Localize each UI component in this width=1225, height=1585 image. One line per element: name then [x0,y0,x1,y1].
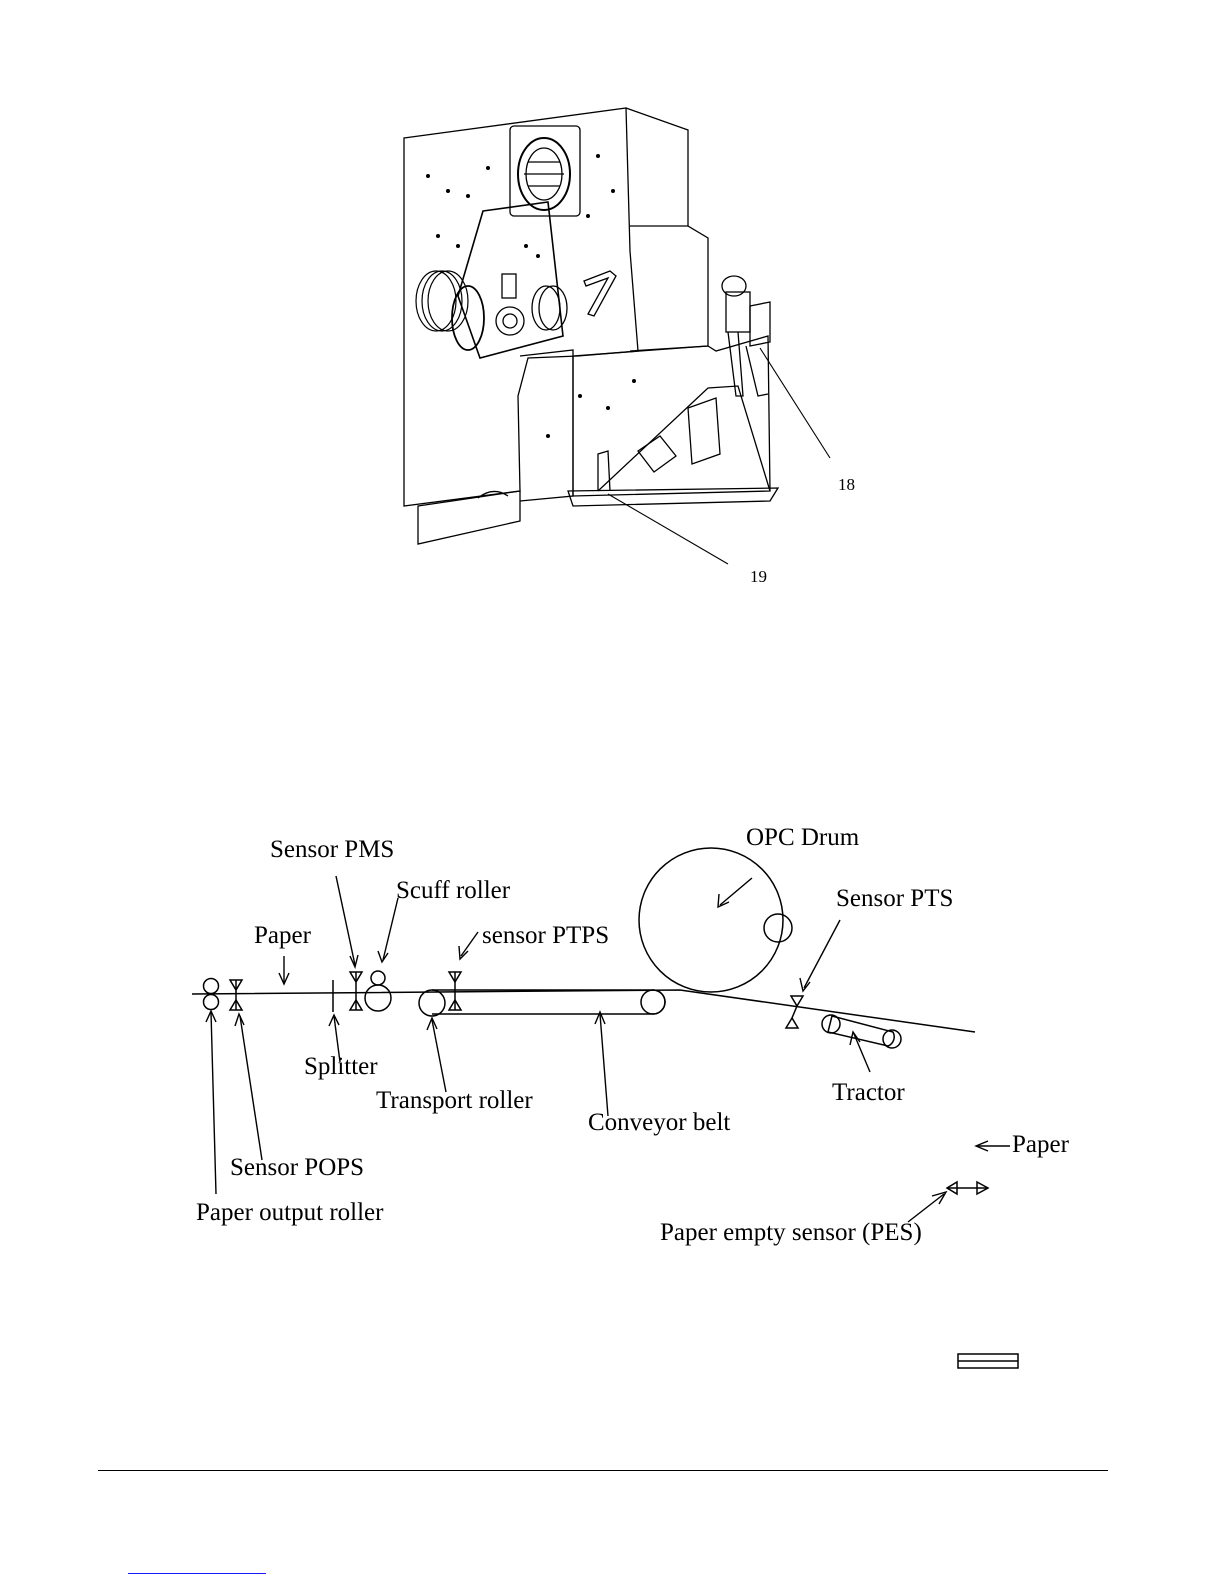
label-sensor-pms: Sensor PMS [270,836,394,863]
label-paper-top: Paper [254,922,312,949]
callout-18-leader [760,348,830,458]
sensor-block [726,292,750,332]
printer-mechanism-drawing: 18 19 [398,96,873,596]
paper-output-roller [204,979,219,994]
label-transport-roller: Transport roller [376,1087,533,1114]
label-paper-right: Paper [1012,1131,1070,1158]
callout-18: 18 [838,475,855,494]
label-scuff-roller: Scuff roller [396,877,511,904]
main-frame-plate [404,108,638,506]
tractor [828,1016,894,1046]
label-paper-empty-sensor: Paper empty sensor (PES) [660,1219,922,1246]
callout-19-leader [608,494,728,564]
footer-link-underline[interactable] [128,1573,266,1574]
footer-divider [98,1470,1108,1471]
transport-roller [419,990,445,1016]
label-splitter: Splitter [304,1053,378,1080]
callout-19: 19 [750,567,767,586]
lower-bracket [418,491,520,544]
opc-drum [639,848,783,992]
scuff-roller [371,971,385,985]
rear-housing [626,108,708,351]
label-opc-drum: OPC Drum [746,824,860,851]
label-sensor-ptps: sensor PTPS [482,922,609,949]
label-tractor: Tractor [832,1079,905,1106]
label-sensor-pts: Sensor PTS [836,885,953,912]
paper-path-line [192,990,975,1032]
paper-path-diagram: Sensor PMS Scuff roller Paper sensor PTP… [180,810,1075,1388]
label-paper-output-roller: Paper output roller [196,1199,384,1226]
label-conveyor-belt: Conveyor belt [588,1109,730,1136]
conveyor-belt [432,990,665,1014]
label-sensor-pops: Sensor POPS [230,1154,364,1181]
